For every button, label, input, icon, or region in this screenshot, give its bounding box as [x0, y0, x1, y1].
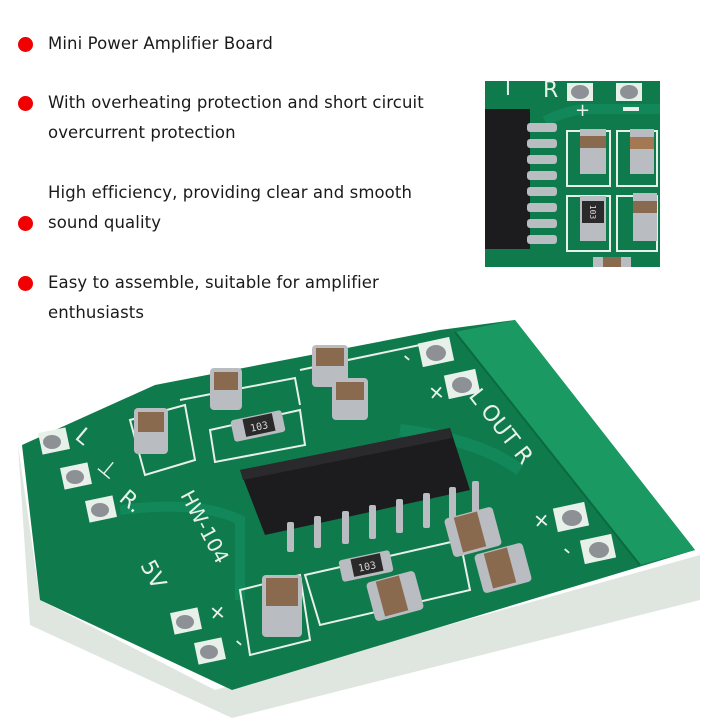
svg-text:+: +	[575, 100, 590, 121]
ic-pins	[287, 481, 479, 552]
bullet-dot-icon	[18, 37, 33, 52]
amplifier-ic-chip	[240, 428, 470, 535]
resistor-marking: 103	[357, 560, 377, 575]
bullet-dot-icon	[18, 276, 33, 291]
feature-text: High efficiency, providing clear and smo…	[48, 183, 413, 232]
feature-text: Mini Power Amplifier Board	[48, 34, 273, 53]
smd-capacitors	[134, 345, 532, 637]
resistor-marking: 103	[249, 420, 269, 435]
svg-text:I: I	[505, 81, 511, 100]
inset-closeup-image: I R +	[485, 81, 660, 267]
resistor-marking: 103	[588, 205, 597, 220]
feature-text: With overheating protection and short ci…	[48, 93, 424, 142]
input-pads	[38, 427, 226, 665]
product-board-image: L ⊥ R. HW-104 5V + - L OUT R - + + -	[0, 315, 720, 720]
pcb-closeup-illustration: I R +	[485, 81, 660, 267]
smd-resistors: 103 103	[230, 410, 394, 582]
bullet-dot-icon	[18, 216, 33, 231]
feature-item: High efficiency, providing clear and smo…	[0, 178, 440, 238]
svg-text:R: R	[543, 81, 558, 103]
feature-item: Easy to assemble, suitable for amplifier…	[0, 268, 440, 328]
output-pads	[417, 336, 617, 565]
bullet-dot-icon	[18, 96, 33, 111]
feature-item: Mini Power Amplifier Board	[0, 29, 440, 59]
amplifier-board-illustration: L ⊥ R. HW-104 5V + - L OUT R - + + -	[18, 320, 700, 718]
feature-text: Easy to assemble, suitable for amplifier…	[48, 273, 379, 322]
feature-item: With overheating protection and short ci…	[0, 88, 440, 148]
